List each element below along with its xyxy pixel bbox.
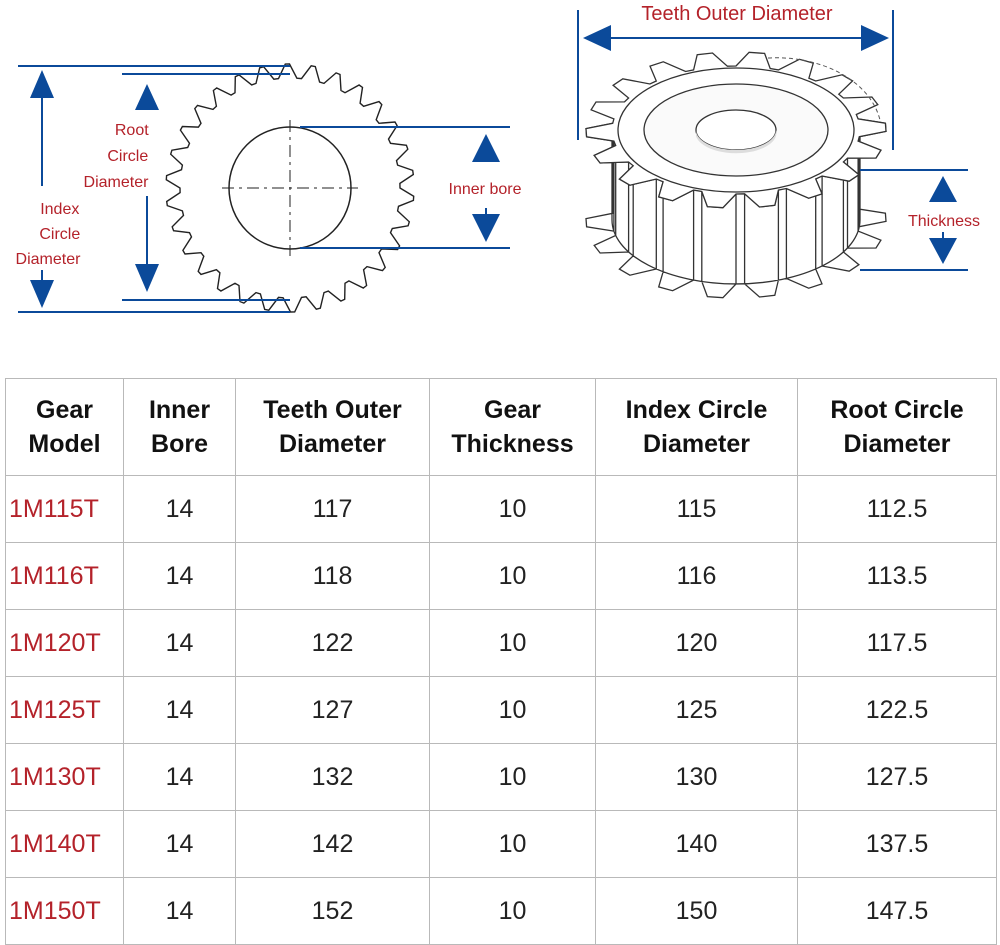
col-gear-model: Gear Model	[5, 378, 124, 476]
cell-inner-bore: 14	[123, 475, 236, 543]
cell-gear-model: 1M125T	[5, 676, 124, 744]
cell-root-circle-diameter: 113.5	[797, 542, 997, 610]
cell-gear-model: 1M140T	[5, 810, 124, 878]
right-dimension-lines	[577, 10, 968, 271]
cell-teeth-outer-diameter: 142	[235, 810, 430, 878]
cell-gear-thickness: 10	[429, 475, 596, 543]
cell-teeth-outer-diameter: 127	[235, 676, 430, 744]
col-root-circle-diameter: Root Circle Diameter	[797, 378, 997, 476]
col-gear-thickness: Gear Thickness	[429, 378, 596, 476]
cell-inner-bore: 14	[123, 542, 236, 610]
cell-teeth-outer-diameter: 152	[235, 877, 430, 945]
table-row: 1M140T 14 142 10 140 137.5	[5, 810, 997, 878]
col-inner-bore: Inner Bore	[123, 378, 236, 476]
cell-root-circle-diameter: 127.5	[797, 743, 997, 811]
cell-index-circle-diameter: 115	[595, 475, 798, 543]
thickness-arrow	[929, 176, 957, 264]
cell-inner-bore: 14	[123, 877, 236, 945]
cell-teeth-outer-diameter: 132	[235, 743, 430, 811]
cell-gear-thickness: 10	[429, 810, 596, 878]
gear-spec-table: Gear Model Inner Bore Teeth Outer Diamet…	[5, 378, 997, 945]
teeth-outer-label: Teeth Outer Diameter	[641, 3, 833, 25]
cell-index-circle-diameter: 130	[595, 743, 798, 811]
root-circle-arrow	[135, 84, 159, 292]
col-index-circle-diameter: Index Circle Diameter	[595, 378, 798, 476]
perspective-gear	[585, 51, 887, 299]
front-gear-teeth	[165, 63, 415, 313]
table-row: 1M115T 14 117 10 115 112.5	[5, 475, 997, 543]
cell-root-circle-diameter: 122.5	[797, 676, 997, 744]
index-circle-label: Index Circle Diameter	[16, 201, 85, 268]
cell-gear-thickness: 10	[429, 877, 596, 945]
cell-inner-bore: 14	[123, 609, 236, 677]
table-row: 1M130T 14 132 10 130 127.5	[5, 743, 997, 811]
cell-index-circle-diameter: 120	[595, 609, 798, 677]
gear-bore-depth	[696, 130, 777, 154]
inner-bore-arrow	[472, 134, 500, 242]
cell-gear-thickness: 10	[429, 676, 596, 744]
cell-inner-bore: 14	[123, 810, 236, 878]
gear-dashed-section	[767, 57, 881, 121]
thickness-label: Thickness	[908, 213, 980, 230]
cell-gear-thickness: 10	[429, 743, 596, 811]
index-circle-arrow	[30, 70, 54, 308]
table-row: 1M120T 14 122 10 120 117.5	[5, 609, 997, 677]
cell-gear-model: 1M116T	[5, 542, 124, 610]
teeth-outer-arrow	[583, 25, 889, 51]
front-view-gear	[165, 63, 415, 313]
cell-gear-model: 1M115T	[5, 475, 124, 543]
cell-root-circle-diameter: 137.5	[797, 810, 997, 878]
gear-bore-top	[695, 109, 777, 151]
cell-index-circle-diameter: 150	[595, 877, 798, 945]
cell-inner-bore: 14	[123, 676, 236, 744]
cell-gear-thickness: 10	[429, 609, 596, 677]
cell-index-circle-diameter: 125	[595, 676, 798, 744]
table-row: 1M125T 14 127 10 125 122.5	[5, 676, 997, 744]
inner-bore-label: Inner bore	[449, 181, 522, 198]
cell-root-circle-diameter: 147.5	[797, 877, 997, 945]
cell-gear-thickness: 10	[429, 542, 596, 610]
cell-teeth-outer-diameter: 118	[235, 542, 430, 610]
cell-inner-bore: 14	[123, 743, 236, 811]
cell-index-circle-diameter: 140	[595, 810, 798, 878]
cell-teeth-outer-diameter: 117	[235, 475, 430, 543]
root-circle-label: Root Circle Diameter	[84, 122, 154, 191]
table-row: 1M150T 14 152 10 150 147.5	[5, 877, 997, 945]
table-header-row: Gear Model Inner Bore Teeth Outer Diamet…	[5, 378, 997, 476]
gear-diagram: Root Circle Diameter Index Circle Diamet…	[0, 0, 1000, 345]
col-teeth-outer-diameter: Teeth Outer Diameter	[235, 378, 430, 476]
cell-gear-model: 1M150T	[5, 877, 124, 945]
cell-gear-model: 1M120T	[5, 609, 124, 677]
cell-root-circle-diameter: 117.5	[797, 609, 997, 677]
table-row: 1M116T 14 118 10 116 113.5	[5, 542, 997, 610]
cell-index-circle-diameter: 116	[595, 542, 798, 610]
cell-root-circle-diameter: 112.5	[797, 475, 997, 543]
left-dimension-lines	[18, 65, 510, 313]
cell-gear-model: 1M130T	[5, 743, 124, 811]
cell-teeth-outer-diameter: 122	[235, 609, 430, 677]
